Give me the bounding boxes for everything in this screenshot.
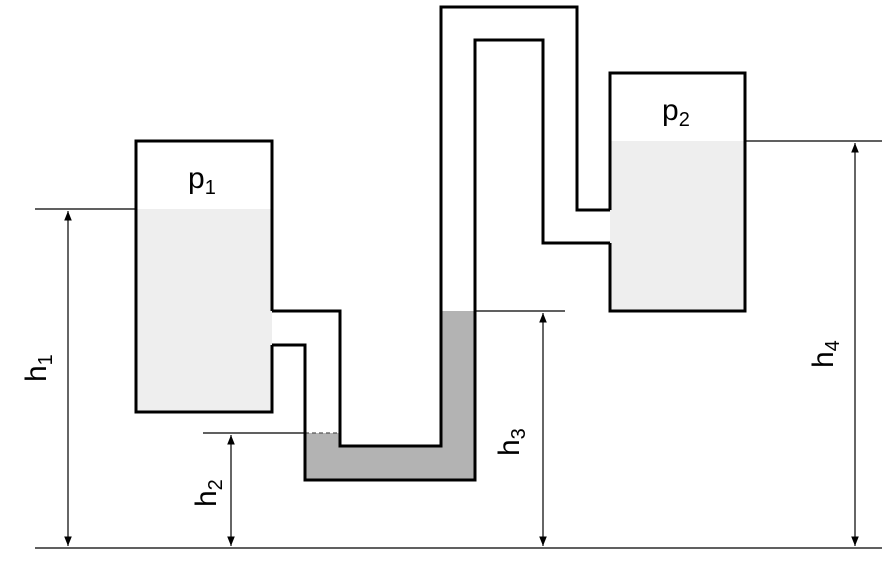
label-h3: h3 <box>493 428 530 456</box>
label-h2: h2 <box>190 479 227 507</box>
label-h1: h1 <box>20 354 57 382</box>
manometer-liquid <box>305 311 475 480</box>
left-tank-wall <box>134 139 274 414</box>
label-p2: p2 <box>662 94 690 131</box>
pipe-inner-wall <box>272 38 610 482</box>
label-p1: p1 <box>188 162 216 199</box>
left-tank-liquid <box>136 209 272 412</box>
pipe-outer-wall <box>272 5 610 448</box>
label-h4: h4 <box>807 340 844 368</box>
right-tank-liquid <box>610 141 745 311</box>
right-tank <box>608 71 747 313</box>
left-tank <box>134 139 274 414</box>
right-tank-wall <box>608 71 747 313</box>
